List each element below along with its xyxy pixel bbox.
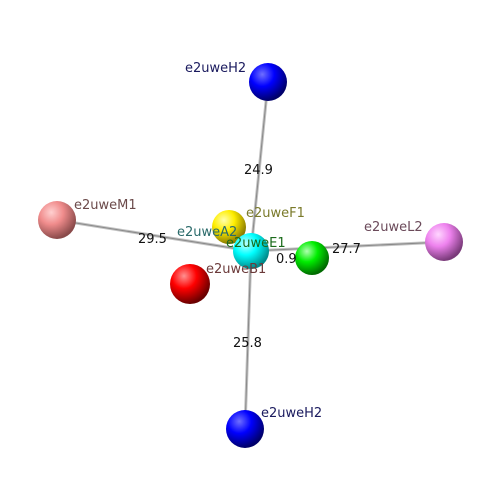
bond-lines bbox=[56, 81, 445, 430]
bond-m1-inner bbox=[56, 219, 252, 252]
atom-label-h2-top: e2uweH2 bbox=[185, 61, 246, 76]
atoms[interactable] bbox=[38, 63, 463, 448]
atom-center[interactable] bbox=[233, 233, 269, 269]
distance-labels: 24.9 29.5 27.7 25.8 0.9 bbox=[138, 163, 361, 351]
atom-label-b1: e2uweB1 bbox=[206, 262, 266, 277]
atom-label-l2: e2uweL2 bbox=[364, 220, 423, 235]
distance-label-h2-bottom: 25.8 bbox=[233, 336, 262, 351]
bond-h2-bottom-inner bbox=[244, 250, 252, 430]
bond-h2-top-inner bbox=[250, 81, 269, 252]
atom-m1[interactable] bbox=[38, 201, 76, 239]
atom-e1[interactable] bbox=[295, 241, 329, 275]
atom-h2-top[interactable] bbox=[249, 63, 287, 101]
atom-label-a2: e2uweA2 bbox=[177, 225, 237, 240]
atom-l2[interactable] bbox=[425, 223, 463, 261]
atom-b1[interactable] bbox=[170, 264, 210, 304]
atom-labels: e2uweH2 e2uweM1 e2uweF1 e2uweA2 e2uweL2 … bbox=[74, 61, 423, 421]
atom-label-m1: e2uweM1 bbox=[74, 198, 137, 213]
atom-label-e1: e2uweE1 bbox=[226, 236, 286, 251]
atom-f1[interactable] bbox=[212, 210, 246, 244]
atom-h2-bottom[interactable] bbox=[226, 410, 264, 448]
distance-label-l2: 27.7 bbox=[332, 242, 361, 257]
bond-l2-inner bbox=[250, 241, 445, 252]
distance-label-h2-top: 24.9 bbox=[244, 163, 273, 178]
atom-label-h2-bottom: e2uweH2 bbox=[261, 406, 322, 421]
distance-label-e1-fragment: 0.9 bbox=[276, 252, 297, 267]
distance-label-m1: 29.5 bbox=[138, 232, 167, 247]
atom-label-f1: e2uweF1 bbox=[246, 206, 305, 221]
